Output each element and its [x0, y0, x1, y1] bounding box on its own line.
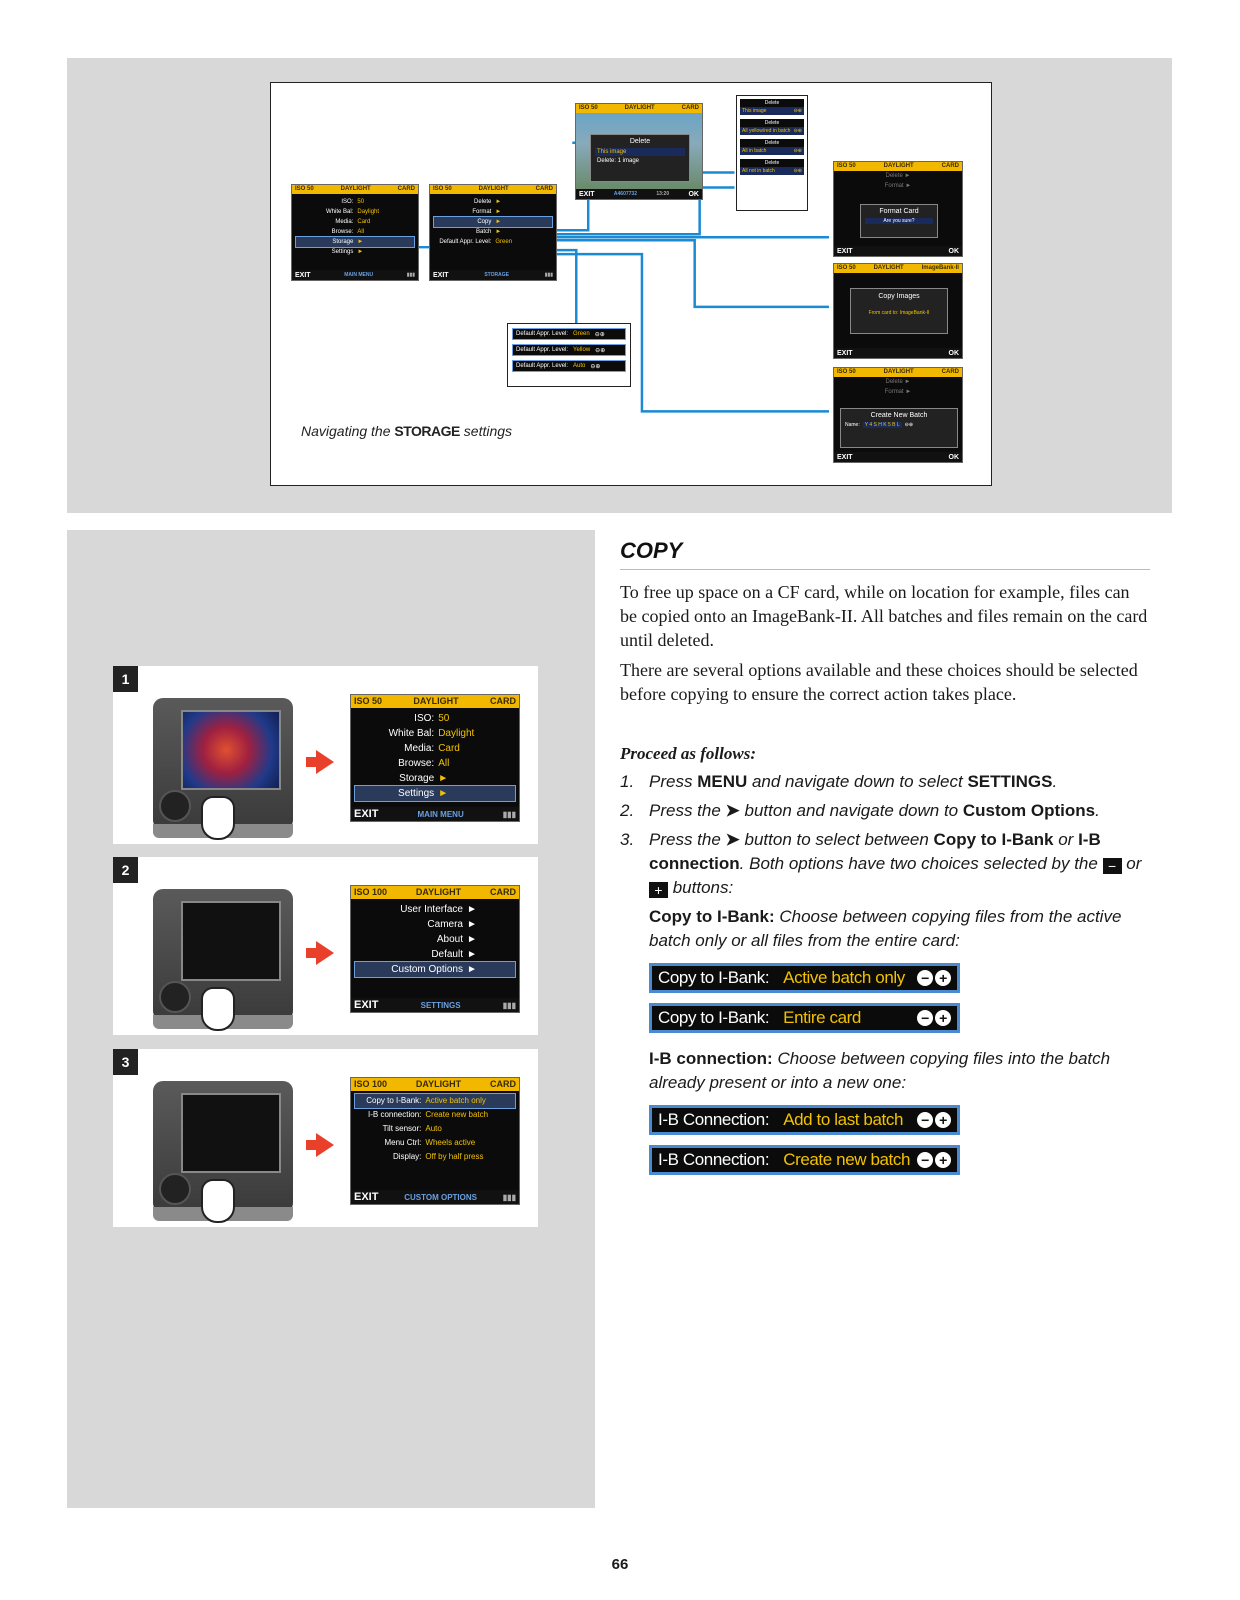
ib-connection-description: I-B connection: Choose between copying f…	[649, 1049, 1111, 1092]
diagram-caption: Navigating the STORAGE settings	[301, 423, 513, 439]
plus-button-icon: +	[649, 882, 668, 898]
arrow-right-icon	[306, 750, 334, 774]
instruction-list: 1. Press MENU and navigate down to selec…	[620, 770, 1150, 900]
copy-ibank-option-active: Copy to I-Bank:Active batch only−+	[649, 963, 960, 993]
camera-illustration	[153, 1081, 293, 1223]
copy-ibank-option-entire: Copy to I-Bank:Entire card−+	[649, 1003, 960, 1033]
right-arrow-icon: ➤	[725, 801, 740, 820]
intro-paragraph: To free up space on a CF card, while on …	[620, 582, 1148, 650]
ib-connection-option-new: I-B Connection:Create new batch−+	[649, 1145, 960, 1175]
right-arrow-icon: ➤	[725, 830, 740, 849]
approval-level-options: Default Appr. Level:Green⊖⊕ Default Appr…	[507, 323, 631, 387]
arrow-right-icon	[306, 1133, 334, 1157]
ib-connection-option-last: I-B Connection:Add to last batch−+	[649, 1105, 960, 1135]
minus-button-icon: −	[1102, 858, 1122, 874]
step-number: 1	[113, 666, 138, 692]
arrow-right-icon	[306, 941, 334, 965]
hand-pointer-icon	[201, 987, 235, 1031]
section-heading: COPY	[620, 538, 1150, 570]
step-number: 2	[113, 857, 138, 883]
page-number: 66	[611, 1556, 629, 1573]
proceed-label: Proceed as follows:	[620, 744, 756, 763]
camera-screen	[181, 1093, 281, 1173]
camera-illustration	[153, 889, 293, 1031]
hand-pointer-icon	[201, 1179, 235, 1223]
minus-plus-icon: −+	[917, 1152, 951, 1168]
minus-plus-icon: −+	[917, 1112, 951, 1128]
instruction-step-1: 1. Press MENU and navigate down to selec…	[620, 772, 1058, 791]
copy-to-ibank-description: Copy to I-Bank: Choose between copying f…	[649, 907, 1122, 950]
camera-illustration	[153, 698, 293, 840]
camera-screen	[181, 901, 281, 981]
copy-section: COPY To free up space on a CF card, whil…	[620, 538, 1150, 1175]
instruction-step-2: 2. Press the ➤ button and navigate down …	[620, 801, 1100, 820]
instruction-step-3: 3. Press the ➤ button to select between …	[620, 830, 1142, 898]
minus-plus-icon: −+	[917, 1010, 951, 1026]
options-paragraph: There are several options available and …	[620, 660, 1138, 704]
minus-plus-icon: −+	[917, 970, 951, 986]
hand-pointer-icon	[201, 796, 235, 840]
step-number: 3	[113, 1049, 138, 1075]
camera-screen	[181, 710, 281, 790]
